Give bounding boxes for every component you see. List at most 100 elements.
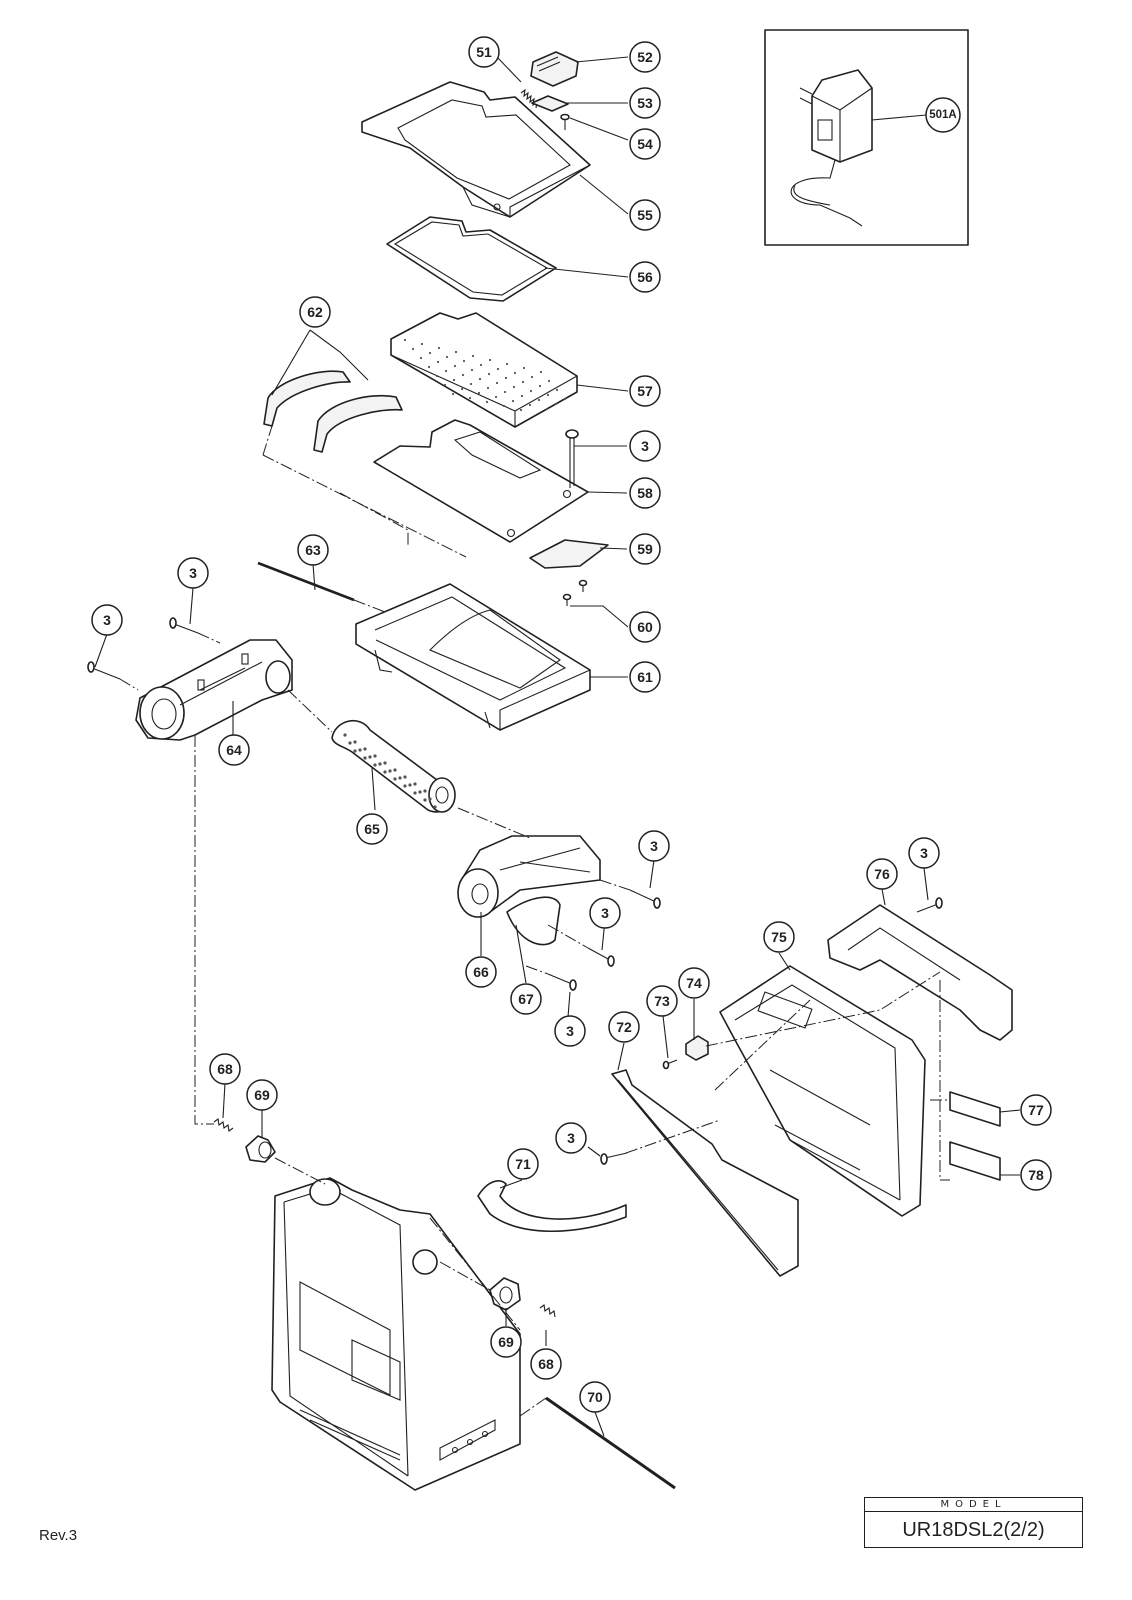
svg-text:78: 78: [1028, 1167, 1044, 1183]
foam-texture-dot: [554, 402, 558, 406]
foam-texture-dot: [502, 404, 506, 408]
revision-label: Rev.3: [39, 1527, 78, 1544]
part-66-right-frame: [457, 835, 601, 918]
part-54-screw: [560, 113, 570, 130]
svg-text:63: 63: [305, 542, 321, 558]
callout-61: 61: [629, 661, 661, 693]
callout-78: 78: [1020, 1159, 1052, 1191]
callout-69-left: 69: [246, 1079, 278, 1111]
foam-texture-dot: [539, 370, 543, 374]
callout-3-right-frame-top: 3: [638, 830, 670, 862]
foam-texture-dot: [462, 359, 466, 363]
roller-texture-dot: [393, 777, 397, 781]
callout-59: 59: [629, 533, 661, 565]
foam-texture-dot: [521, 380, 525, 384]
part-64-left-frame: [135, 639, 293, 741]
svg-text:3: 3: [566, 1023, 574, 1039]
svg-text:75: 75: [771, 929, 787, 945]
svg-text:60: 60: [637, 619, 653, 635]
callout-66: 66: [465, 956, 497, 988]
foam-texture-dot: [495, 381, 499, 385]
callout-68-right: 68: [530, 1348, 562, 1380]
callout-75: 75: [763, 921, 795, 953]
part-73-screw: [662, 1059, 678, 1070]
foam-texture-dot: [488, 358, 492, 362]
foam-texture-dot: [511, 399, 515, 403]
inset-ac-adapter: [764, 29, 969, 246]
svg-text:62: 62: [307, 304, 323, 320]
callout-54: 54: [629, 128, 661, 160]
part-63-rod: [257, 561, 355, 602]
svg-text:74: 74: [686, 975, 702, 991]
svg-text:66: 66: [473, 964, 489, 980]
foam-texture-dot: [519, 408, 523, 412]
part-76-top-clip: [827, 904, 1013, 1041]
foam-texture-dot: [503, 390, 507, 394]
foam-texture-dot: [505, 362, 509, 366]
roller-texture-dot: [428, 797, 432, 801]
roller-texture-dot: [393, 768, 397, 772]
roller-texture-dot: [433, 805, 437, 809]
callout-53: 53: [629, 87, 661, 119]
svg-text:71: 71: [515, 1156, 531, 1172]
callout-73: 73: [646, 985, 678, 1017]
svg-text:3: 3: [567, 1130, 575, 1146]
svg-text:65: 65: [364, 821, 380, 837]
foam-texture-dot: [428, 351, 432, 355]
callout-52: 52: [629, 41, 661, 73]
callout-3-upper-left: 3: [177, 557, 209, 589]
callout-58: 58: [629, 477, 661, 509]
svg-text:72: 72: [616, 1019, 632, 1035]
roller-texture-dot: [363, 756, 367, 760]
callout-64: 64: [218, 734, 250, 766]
callout-71: 71: [507, 1148, 539, 1180]
callout-501a: 501A: [925, 97, 961, 133]
part-72-panel: [611, 1069, 799, 1277]
roller-texture-dot: [373, 754, 377, 758]
foam-texture-dot: [453, 364, 457, 368]
part-71-strap: [477, 1180, 627, 1233]
part-3-screw-58: [565, 429, 579, 488]
foam-texture-dot: [545, 407, 549, 411]
svg-text:55: 55: [637, 207, 653, 223]
callout-76: 76: [866, 858, 898, 890]
foam-texture-dot: [451, 392, 455, 396]
roller-texture-dot: [353, 749, 357, 753]
part-52-latch-cap: [530, 51, 579, 87]
part-60-screws: [562, 579, 588, 606]
foam-texture-dot: [477, 391, 481, 395]
foam-texture-dot: [411, 347, 415, 351]
foam-texture-dot: [443, 383, 447, 387]
foam-texture-dot: [563, 397, 567, 401]
roller-texture-dot: [423, 789, 427, 793]
foam-texture-dot: [403, 338, 407, 342]
model-number: UR18DSL2(2/2): [902, 1519, 1045, 1541]
part-62-straps: [263, 370, 403, 453]
foam-texture-dot: [547, 379, 551, 383]
roller-texture-dot: [343, 733, 347, 737]
foam-texture-dot: [444, 369, 448, 373]
foam-texture-dot: [435, 374, 439, 378]
part-61-tray: [355, 583, 591, 731]
svg-text:69: 69: [498, 1334, 514, 1350]
svg-text:59: 59: [637, 541, 653, 557]
svg-text:501A: 501A: [929, 109, 957, 121]
svg-text:3: 3: [103, 612, 111, 628]
part-main-housing: [271, 1177, 521, 1491]
part-55-cover-frame: [361, 81, 591, 218]
callout-74: 74: [678, 967, 710, 999]
svg-text:70: 70: [587, 1389, 603, 1405]
part-53-plate: [531, 95, 569, 112]
roller-texture-dot: [368, 755, 372, 759]
part-67-cam-plate: [506, 896, 561, 946]
roller-texture-dot: [348, 741, 352, 745]
foam-texture-dot: [520, 394, 524, 398]
roller-texture-dot: [353, 740, 357, 744]
foam-texture-dot: [494, 395, 498, 399]
svg-text:61: 61: [637, 669, 653, 685]
foam-texture-dot: [487, 372, 491, 376]
roller-texture-dot: [378, 762, 382, 766]
foam-texture-dot: [546, 393, 550, 397]
foam-texture-dot: [471, 354, 475, 358]
